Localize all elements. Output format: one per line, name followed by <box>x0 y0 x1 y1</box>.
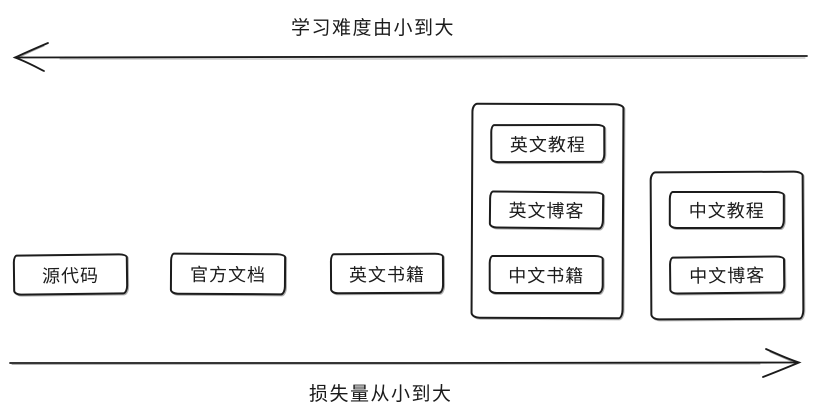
box-english-books-label: 英文书籍 <box>348 264 426 285</box>
box-source-code: 源代码 <box>12 253 129 296</box>
box-source-code-label: 源代码 <box>41 265 100 286</box>
loss-axis-arrow-right-icon <box>9 348 802 378</box>
box-chinese-blogs-label: 中文博客 <box>689 265 766 287</box>
difficulty-axis-arrow-left-icon <box>12 42 808 72</box>
box-chinese-tutorials-label: 中文教程 <box>688 200 765 222</box>
loss-axis-label: 损失量从小到大 <box>309 384 453 405</box>
box-official-docs-label: 官方文档 <box>189 264 267 286</box>
group-box-chinese-tutorials-blogs: 中文教程 中文博客 <box>649 170 805 321</box>
group-box-english-tutorials-blogs-chinese-books: 英文教程 英文博客 中文书籍 <box>470 102 625 320</box>
box-official-docs: 官方文档 <box>169 252 287 296</box>
box-english-blogs-label: 英文博客 <box>508 200 585 222</box>
box-chinese-tutorials: 中文教程 <box>668 190 785 230</box>
box-chinese-blogs: 中文博客 <box>668 255 786 295</box>
box-chinese-books-label: 中文书籍 <box>508 265 585 286</box>
box-english-tutorials: 英文教程 <box>490 123 606 164</box>
box-english-books: 英文书籍 <box>329 252 445 295</box>
box-english-blogs: 英文博客 <box>488 190 605 230</box>
difficulty-axis-label: 学习难度由小到大 <box>291 18 456 39</box>
box-english-tutorials-label: 英文教程 <box>509 134 586 155</box>
box-chinese-books: 中文书籍 <box>488 254 604 295</box>
